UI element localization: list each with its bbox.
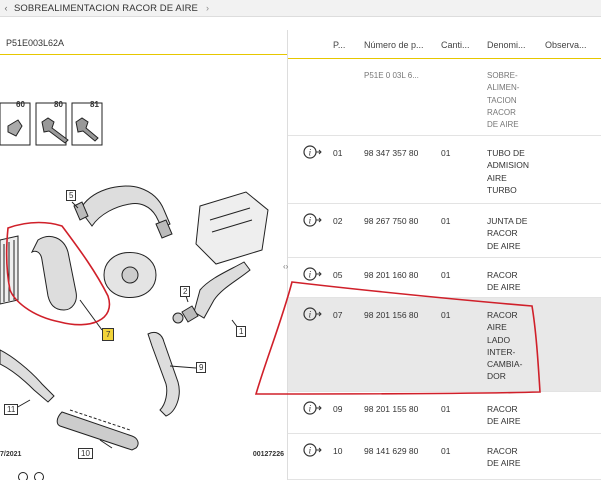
col-pos[interactable]: P...	[333, 40, 346, 50]
row-number: 98 141 629 80	[364, 446, 419, 456]
callout-5[interactable]: 5	[66, 190, 77, 201]
engine-part	[195, 191, 269, 265]
svg-text:i: i	[309, 216, 312, 226]
panel-resize-handle[interactable]: ‹›	[283, 262, 289, 271]
row-qty: 01	[441, 404, 451, 414]
callout-1[interactable]: 1	[236, 326, 247, 337]
table-row[interactable]: i 09 98 201 155 80 01 RACOR DE AIRE	[288, 392, 601, 434]
svg-text:i: i	[309, 310, 312, 320]
row-name: SOBRE- ALIMEN- TACION RACOR DE AIRE	[487, 71, 520, 130]
info-icon[interactable]: i	[302, 400, 322, 419]
zoom-in-icon[interactable]	[34, 472, 44, 480]
callout-80[interactable]: 80	[54, 100, 63, 109]
table-row[interactable]: P51E 0 03L 6... SOBRE- ALIMEN- TACION RA…	[288, 59, 601, 136]
callout-11[interactable]: 11	[4, 404, 19, 415]
parts-diagram-panel: P51E003L62A	[0, 30, 288, 480]
callout-60[interactable]: 60	[16, 100, 25, 109]
table-row[interactable]: i 05 98 201 160 80 01 RACOR DE AIRE	[288, 258, 601, 298]
row-qty: 01	[441, 148, 451, 158]
info-icon[interactable]: i	[302, 306, 322, 325]
col-name[interactable]: Denomi...	[487, 40, 526, 50]
tube-part-5	[79, 185, 171, 229]
info-icon[interactable]: i	[302, 212, 322, 231]
parts-diagram[interactable]	[0, 30, 288, 480]
table-row[interactable]: i 02 98 267 750 80 01 JUNTA DE RACOR DE …	[288, 204, 601, 258]
divider	[0, 54, 287, 55]
chevron-left-icon[interactable]: ‹	[4, 3, 8, 13]
row-qty: 01	[441, 270, 451, 280]
tube-part-1	[193, 261, 251, 319]
svg-text:i: i	[309, 404, 312, 414]
callout-9[interactable]: 9	[196, 362, 207, 373]
fastener-80-box	[35, 102, 67, 146]
diagram-date: 7/2021	[0, 451, 22, 458]
zoom-out-icon[interactable]	[18, 472, 28, 480]
fastener-60-box	[0, 102, 31, 146]
row-name: RACOR DE AIRE	[487, 446, 521, 469]
hose-part-7	[30, 236, 77, 311]
row-pos: 07	[333, 310, 343, 320]
fastener-81-box	[71, 102, 103, 146]
diagram-code: P51E003L62A	[6, 38, 65, 48]
clip-part-60	[7, 119, 23, 137]
breadcrumb: ‹ SOBREALIMENTACION RACOR DE AIRE ›	[0, 0, 601, 17]
bolt-part-81	[75, 117, 99, 142]
row-number: P51E 0 03L 6...	[364, 71, 419, 80]
col-qty[interactable]: Canti...	[441, 40, 470, 50]
row-qty: 01	[441, 216, 451, 226]
breadcrumb-title: SOBREALIMENTACION RACOR DE AIRE	[14, 2, 198, 14]
hose-part-9	[147, 331, 180, 417]
callout-7[interactable]: 7	[102, 328, 115, 341]
parts-table: P... Número de p... Canti... Denomi... O…	[288, 30, 601, 480]
svg-text:i: i	[309, 148, 312, 158]
bolt-part-80	[41, 117, 69, 144]
table-row[interactable]: i 01 98 347 357 80 01 TUBO DE ADMISION A…	[288, 136, 601, 204]
row-pos: 10	[333, 446, 343, 456]
row-pos: 02	[333, 216, 343, 226]
table-row-selected[interactable]: i 07 98 201 156 80 01 RACOR AIRE LADO IN…	[288, 298, 601, 392]
callout-2[interactable]: 2	[180, 286, 191, 297]
hose-part-11	[0, 349, 55, 403]
svg-text:i: i	[309, 270, 312, 280]
row-qty: 01	[441, 310, 451, 320]
col-notes[interactable]: Observa...	[545, 40, 587, 50]
info-icon[interactable]: i	[302, 442, 322, 461]
diagram-ref: 00127226	[252, 451, 284, 458]
chevron-right-icon[interactable]: ›	[206, 3, 209, 13]
table-row[interactable]: i 10 98 141 629 80 01 RACOR DE AIRE	[288, 434, 601, 480]
table-header: P... Número de p... Canti... Denomi... O…	[288, 30, 601, 59]
svg-text:i: i	[309, 446, 312, 456]
row-number: 98 201 156 80	[364, 310, 419, 320]
row-name: TUBO DE ADMISION AIRE TURBO	[487, 148, 530, 195]
callout-10[interactable]: 10	[78, 448, 93, 459]
info-icon[interactable]: i	[302, 144, 322, 163]
row-pos: 05	[333, 270, 343, 280]
row-pos: 09	[333, 404, 343, 414]
row-name: RACOR DE AIRE	[487, 404, 521, 427]
row-name: RACOR DE AIRE	[487, 270, 521, 293]
row-name: RACOR AIRE LADO INTER- CAMBIA- DOR	[487, 310, 523, 382]
row-qty: 01	[441, 446, 451, 456]
row-name: JUNTA DE RACOR DE AIRE	[487, 216, 528, 251]
row-number: 98 347 357 80	[364, 148, 419, 158]
pipe-part-10	[56, 411, 139, 451]
row-number: 98 201 160 80	[364, 270, 419, 280]
info-icon[interactable]: i	[302, 266, 322, 285]
row-number: 98 201 155 80	[364, 404, 419, 414]
col-number[interactable]: Número de p...	[364, 40, 424, 50]
gasket-part-2	[172, 312, 184, 324]
row-pos: 01	[333, 148, 343, 158]
callout-81[interactable]: 81	[90, 100, 99, 109]
row-number: 98 267 750 80	[364, 216, 419, 226]
